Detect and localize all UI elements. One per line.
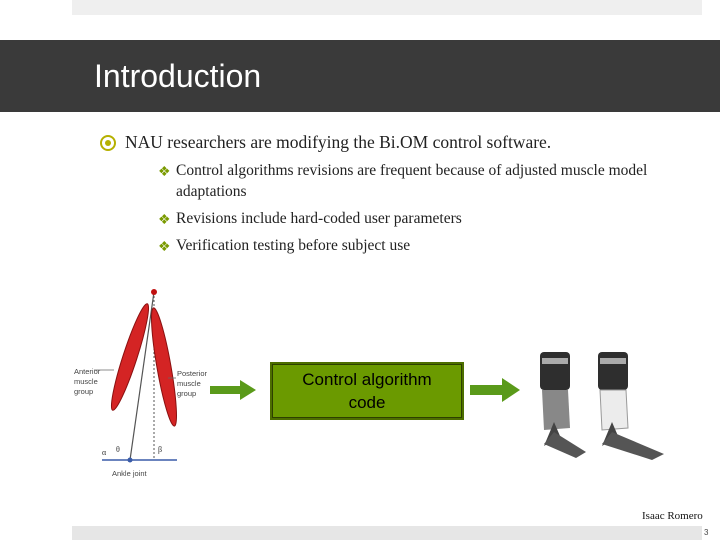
sub-bullet-text: Control algorithms revisions are frequen… bbox=[176, 162, 648, 200]
anterior-label-1: Anterior bbox=[74, 367, 101, 376]
anterior-label-2: muscle bbox=[74, 377, 98, 386]
top-decor-stripe bbox=[72, 0, 702, 15]
posterior-label-2: muscle bbox=[177, 379, 201, 388]
circle-bullet-icon bbox=[100, 134, 116, 151]
angle-beta: β bbox=[158, 445, 162, 454]
control-algorithm-code-box: Control algorithm code bbox=[270, 362, 464, 420]
biom-prosthesis-image bbox=[540, 352, 664, 460]
ankle-joint-label: Ankle joint bbox=[112, 469, 148, 478]
diamond-bullet-icon: ❖ bbox=[158, 165, 171, 180]
anterior-label-3: group bbox=[74, 387, 93, 396]
muscle-model-diagram: Anterior muscle group Posterior muscle g… bbox=[74, 289, 208, 478]
footer-stripe bbox=[72, 526, 702, 540]
author-name: Isaac Romero bbox=[642, 510, 703, 522]
arrow-right-icon bbox=[210, 380, 256, 400]
sub-bullet-text: Verification testing before subject use bbox=[176, 237, 411, 254]
posterior-label-1: Posterior bbox=[177, 369, 208, 378]
sub-bullet-3: ❖ Verification testing before subject us… bbox=[158, 235, 410, 256]
sub-bullet-2: ❖ Revisions include hard-coded user para… bbox=[158, 208, 462, 229]
page-number: 3 bbox=[704, 528, 709, 537]
sub-bullet-1: ❖ Control algorithms revisions are frequ… bbox=[158, 160, 698, 202]
title-bar bbox=[0, 40, 720, 112]
angle-alpha: α bbox=[102, 448, 107, 457]
code-box-line-2: code bbox=[348, 393, 386, 412]
diamond-bullet-icon: ❖ bbox=[158, 213, 171, 228]
posterior-label-3: group bbox=[177, 389, 196, 398]
main-bullet-text: NAU researchers are modifying the Bi.OM … bbox=[125, 132, 552, 152]
angle-theta: θ bbox=[116, 445, 120, 454]
arrow-right-icon bbox=[470, 378, 520, 402]
posterior-muscle bbox=[151, 307, 177, 427]
slide-title: Introduction bbox=[94, 58, 262, 94]
main-bullet: NAU researchers are modifying the Bi.OM … bbox=[100, 132, 551, 153]
diamond-bullet-icon: ❖ bbox=[158, 240, 171, 255]
anterior-muscle bbox=[110, 303, 150, 411]
code-box-line-1: Control algorithm bbox=[302, 370, 432, 389]
sub-bullet-text: Revisions include hard-coded user parame… bbox=[176, 210, 462, 227]
